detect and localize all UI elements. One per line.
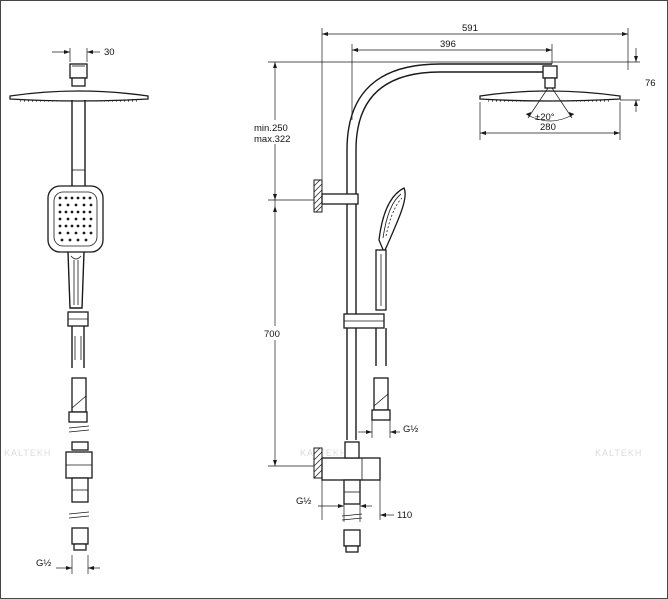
dim-arm-height-min: min.250 — [254, 123, 288, 134]
dim-arm-projection: 396 — [440, 39, 456, 50]
dim-front-width: 30 — [104, 47, 115, 58]
dim-head-diameter: 280 — [540, 122, 556, 133]
dim-thread-inlet: G½ — [296, 496, 311, 507]
watermark-group: KALTEKH KALTEKH KALTEKH — [4, 448, 642, 458]
dim-head-height: 76 — [645, 78, 656, 89]
dim-thread-front: G½ — [36, 558, 51, 569]
shower-arm — [346, 63, 552, 440]
diverter-body — [321, 457, 381, 481]
dim-arm-height-max: max.322 — [254, 134, 290, 145]
dim-total-projection: 591 — [462, 23, 478, 34]
dim-inlet-offset: 110 — [397, 510, 412, 521]
watermark-center: KALTEKH — [300, 448, 347, 458]
watermark-left: KALTEKH — [4, 448, 51, 458]
front-view: 30 — [9, 47, 149, 574]
dim-thread-handshower: G½ — [403, 424, 418, 435]
shower-head-side — [479, 90, 621, 102]
wall-bracket-upper — [321, 193, 359, 205]
handshower-nozzles — [58, 196, 93, 242]
side-view: 591 396 76 min.250 max.322 700 — [252, 23, 656, 553]
handshower-side — [378, 187, 406, 254]
watermark-right: KALTEKH — [595, 448, 642, 458]
dim-bar-length: 700 — [264, 329, 280, 340]
dim-tilt: ±20° — [535, 112, 555, 123]
